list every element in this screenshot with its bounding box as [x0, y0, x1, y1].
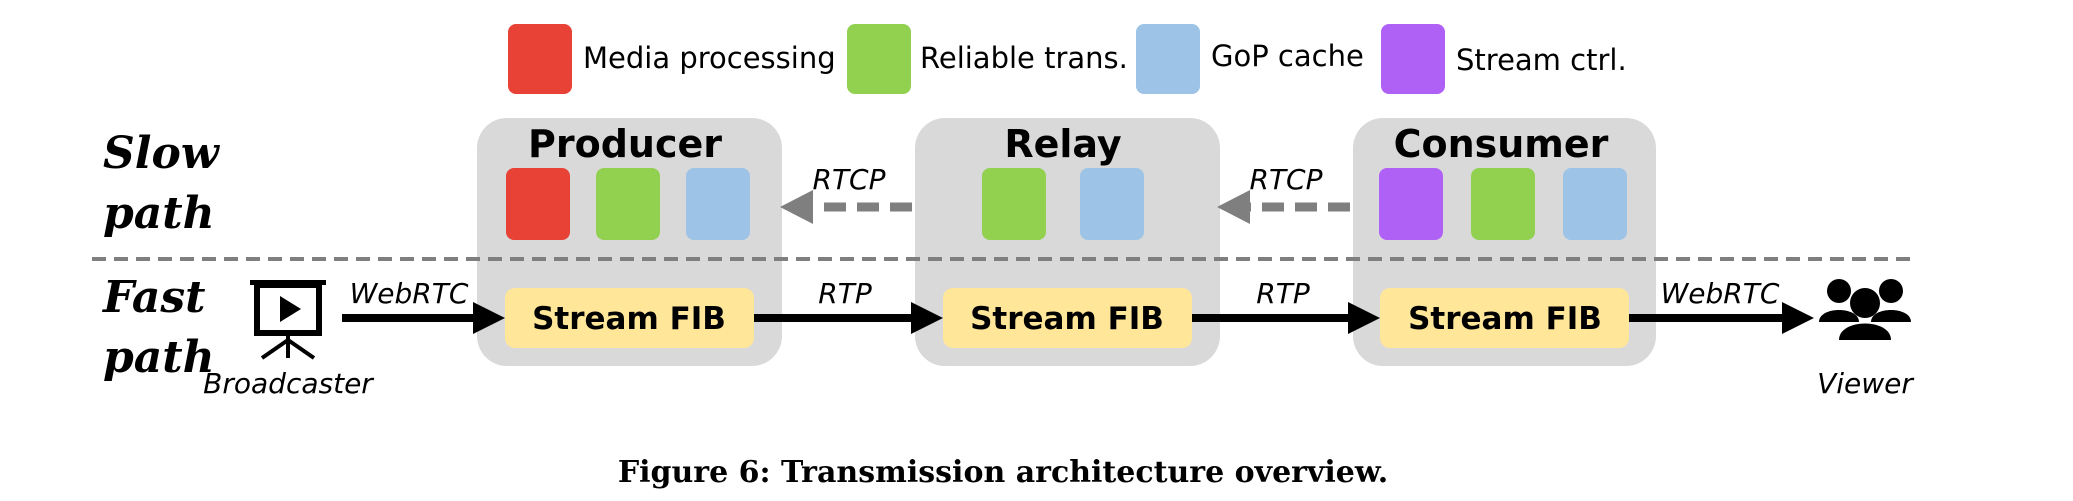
consumer-stream-fib-label: Stream FIB [1408, 301, 1602, 337]
webrtc-arrowhead-broadcaster-to-producer [473, 302, 505, 334]
producer-node: Producer Stream FIB [477, 118, 782, 366]
broadcaster-icon [250, 280, 326, 360]
legend-label-reliable-trans: Reliable trans. [920, 41, 1128, 75]
relay-stream-fib-label: Stream FIB [970, 301, 1164, 337]
fast-path-arrows: WebRTC RTP RTP WebRTC [342, 277, 1814, 334]
legend-swatch-media-processing [508, 24, 572, 94]
legend-label-gop-cache: GoP cache [1211, 39, 1364, 73]
consumer-node: Consumer Stream FIB [1353, 118, 1656, 366]
rtp-label-producer-to-relay: RTP [818, 277, 872, 310]
producer-stream-fib-label: Stream FIB [532, 301, 726, 337]
legend-swatch-reliable-trans [847, 24, 911, 94]
producer-gop-cache-block [686, 168, 750, 240]
rtp-arrowhead-relay-to-consumer [1348, 302, 1380, 334]
consumer-gop-cache-block [1563, 168, 1627, 240]
webrtc-label-consumer-to-viewer: WebRTC [1661, 277, 1780, 310]
fast-path-label-line2: path [103, 332, 215, 383]
producer-stream-fib [505, 288, 754, 348]
webrtc-label-broadcaster-to-producer: WebRTC [350, 277, 469, 310]
rtcp-label-consumer-to-relay: RTCP [1250, 163, 1323, 196]
rtcp-arrowhead-relay-to-producer [780, 190, 813, 224]
broadcaster-label: Broadcaster [203, 367, 374, 400]
relay-stream-fib [943, 288, 1192, 348]
rtcp-arrowhead-consumer-to-relay [1217, 190, 1250, 224]
viewer-group-icon [1819, 279, 1911, 340]
legend: Media processing Reliable trans. GoP cac… [508, 24, 1627, 94]
consumer-title: Consumer [1394, 122, 1609, 166]
legend-swatch-gop-cache [1136, 24, 1200, 94]
legend-swatch-stream-ctrl [1381, 24, 1445, 94]
fast-path-label-line1: Fast [101, 272, 205, 323]
legend-label-stream-ctrl: Stream ctrl. [1456, 43, 1627, 77]
producer-media-processing-block [506, 168, 570, 240]
figure-caption: Figure 6: Transmission architecture over… [618, 455, 1388, 490]
rtcp-relay-to-producer: RTCP [780, 163, 912, 224]
viewer-label: Viewer [1817, 367, 1914, 400]
webrtc-arrowhead-consumer-to-viewer [1782, 302, 1814, 334]
rtcp-label-relay-to-producer: RTCP [813, 163, 886, 196]
slow-path-label-line1: Slow [103, 128, 221, 179]
consumer-stream-ctrl-block [1379, 168, 1443, 240]
rtp-label-relay-to-consumer: RTP [1256, 277, 1310, 310]
relay-title: Relay [1004, 122, 1122, 166]
slow-path-label-line2: path [103, 188, 215, 239]
relay-reliable-trans-block [982, 168, 1046, 240]
relay-node: Relay Stream FIB [915, 118, 1220, 366]
path-labels: Slow path Fast path [101, 128, 221, 383]
producer-reliable-trans-block [596, 168, 660, 240]
rtp-arrowhead-producer-to-relay [911, 302, 943, 334]
rtcp-consumer-to-relay: RTCP [1217, 163, 1350, 224]
consumer-stream-fib [1380, 288, 1629, 348]
relay-gop-cache-block [1080, 168, 1144, 240]
legend-label-media-processing: Media processing [583, 41, 836, 75]
producer-title: Producer [528, 122, 722, 166]
consumer-reliable-trans-block [1471, 168, 1535, 240]
